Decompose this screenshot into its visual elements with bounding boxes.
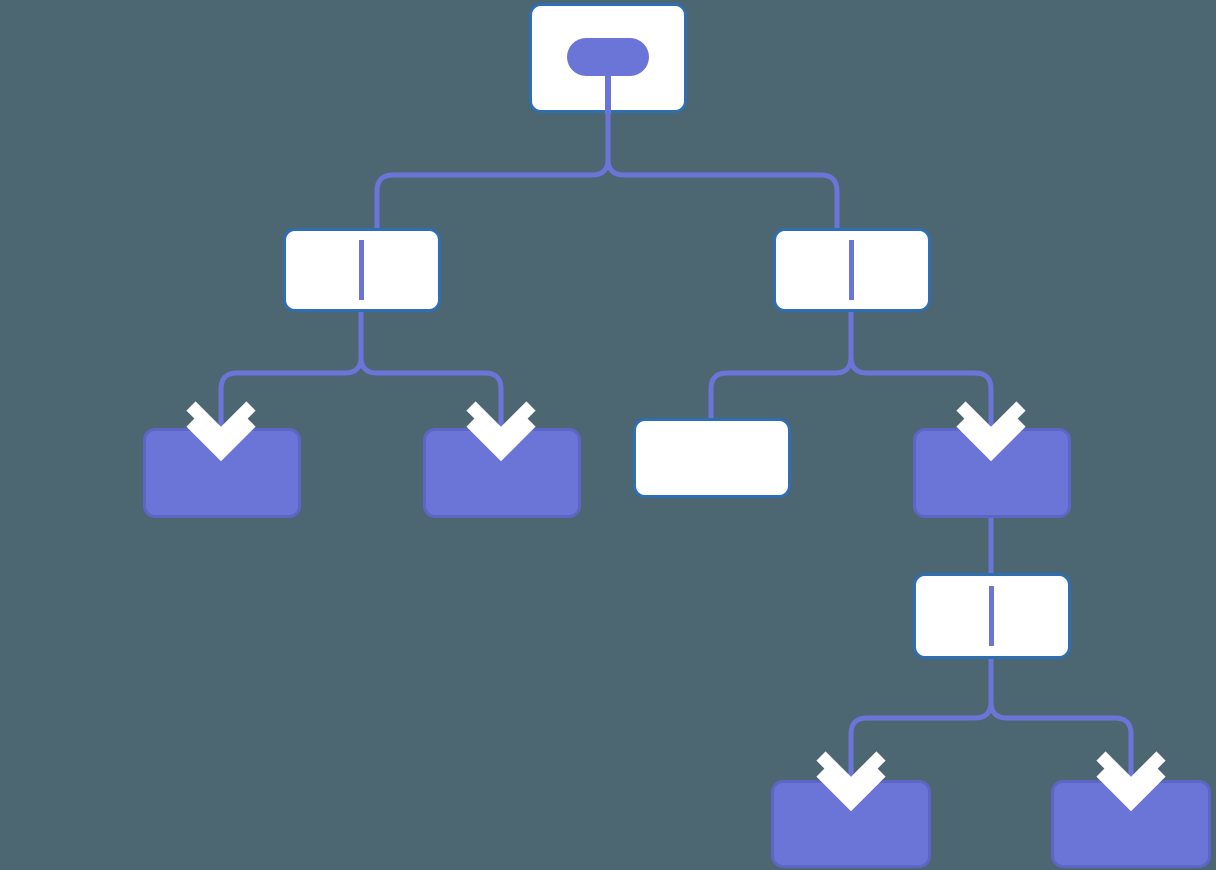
level5-node-left[interactable] <box>771 780 931 868</box>
root-stem-connector <box>605 72 611 114</box>
level3-node-2[interactable] <box>423 428 581 518</box>
node-passthrough-bar <box>989 586 994 646</box>
node-passthrough-bar <box>849 240 854 300</box>
level5-node-right[interactable] <box>1051 780 1211 868</box>
level3-node-4[interactable] <box>913 428 1071 518</box>
root-pill-badge <box>567 38 649 76</box>
node-passthrough-bar <box>359 240 364 300</box>
level3-node-3[interactable] <box>633 418 791 498</box>
level3-node-1[interactable] <box>143 428 301 518</box>
